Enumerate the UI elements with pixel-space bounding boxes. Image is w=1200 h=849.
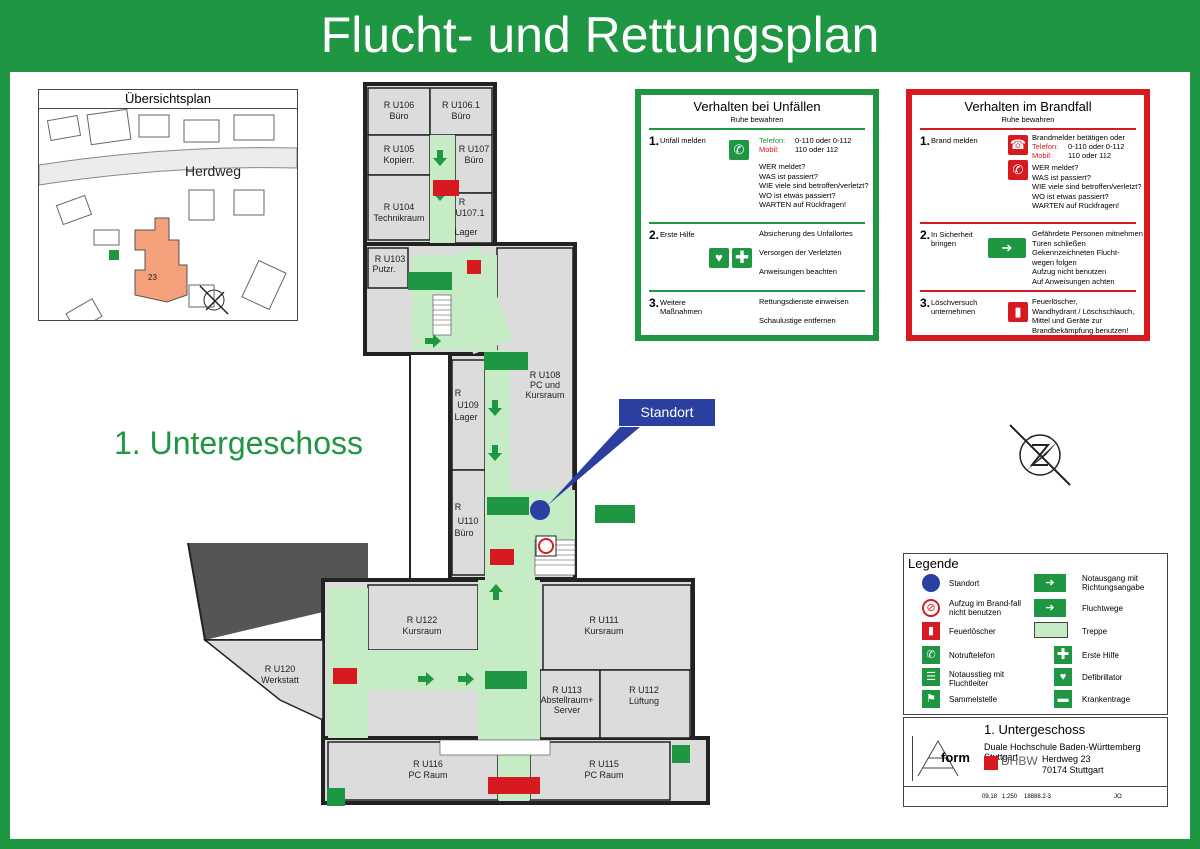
defibrillator-legend-icon: ♥ bbox=[1054, 668, 1072, 686]
legend-title: Legende bbox=[908, 556, 959, 571]
floor-label: 1. Untergeschoss bbox=[114, 425, 364, 461]
ladder-legend-icon: ☰ bbox=[922, 668, 940, 686]
stairs-legend-icon bbox=[1034, 622, 1068, 638]
emergency-phone-icon: ✆ bbox=[729, 140, 749, 160]
escape-routes bbox=[328, 135, 575, 800]
dark-outer-area bbox=[188, 543, 368, 640]
exit-legend-icon: ➔ bbox=[1034, 574, 1066, 592]
standort-marker bbox=[530, 500, 550, 520]
overview-compass-icon bbox=[199, 285, 229, 315]
accident-step-2: 2. Erste Hilfe ♥ ✚ Absicherung des Unfal… bbox=[649, 222, 865, 292]
fire-extinguisher-icon: ▮ bbox=[1008, 302, 1028, 322]
fire-subtitle: Ruhe bewahren bbox=[1001, 115, 1055, 124]
compass-icon bbox=[1009, 424, 1071, 486]
fire-title: Verhalten im Brandfall bbox=[964, 99, 1092, 114]
accident-step-3: 3. Weitere Maßnahmen Rettungsdienste ein… bbox=[649, 290, 865, 340]
elevator-legend-icon: ⊘ bbox=[922, 599, 940, 617]
assembly-point-icon bbox=[109, 250, 119, 260]
overview-title: Übersichtsplan bbox=[39, 90, 297, 109]
fire-step-1: 1. Brand melden ☎ ✆ Brandmelder betätige… bbox=[920, 128, 1142, 224]
standort-callout: Standort bbox=[619, 399, 715, 426]
title-block: form 1. Untergeschoss Duale Hochschule B… bbox=[903, 717, 1168, 807]
extinguisher-legend-icon: ▮ bbox=[922, 622, 940, 640]
overview-map: Übersichtsplan Herdweg 23 bbox=[38, 89, 298, 321]
titleblock-floor: 1. Untergeschoss bbox=[984, 722, 1086, 737]
panel-accident: Verhalten bei Unfällen Ruhe bewahren 1. … bbox=[635, 89, 879, 341]
fire-step-2: 2. In Sicherheit bringen ➔ Gefährdete Pe… bbox=[920, 222, 1143, 292]
accident-title: Verhalten bei Unfällen bbox=[693, 99, 821, 114]
elevator-icon bbox=[535, 535, 557, 557]
standort-legend-icon bbox=[922, 574, 940, 592]
fire-phone-icon: ✆ bbox=[1008, 160, 1028, 180]
assembly-legend-icon: ⚑ bbox=[922, 690, 940, 708]
exit-sign-icon: ➔ bbox=[988, 238, 1026, 258]
overview-drawing: Herdweg 23 bbox=[39, 108, 297, 320]
stretcher-legend-icon: ▬ bbox=[1054, 690, 1072, 708]
accident-step-1: 1. Unfall melden ✆ Telefon:0-110 oder 0-… bbox=[649, 128, 869, 224]
exit-signs bbox=[327, 272, 690, 806]
logo-mark: form bbox=[912, 736, 973, 781]
accident-subtitle: Ruhe bewahren bbox=[730, 115, 784, 124]
escape-route-legend-icon: ➔ bbox=[1034, 599, 1066, 617]
overview-building-number: 23 bbox=[148, 273, 157, 282]
page-title: Flucht- und Rettungsplan bbox=[0, 0, 1200, 72]
phone-legend-icon: ✆ bbox=[922, 646, 940, 664]
defibrillator-icon: ♥ bbox=[709, 248, 729, 268]
first-aid-icon: ✚ bbox=[732, 248, 752, 268]
titleblock-org: Duale Hochschule Baden-Württemberg Stutt… bbox=[984, 742, 1141, 762]
legend: Legende Standort ➔ Notausgang mit Richtu… bbox=[903, 553, 1168, 715]
fire-alarm-icon: ☎ bbox=[1008, 135, 1028, 155]
panel-fire: Verhalten im Brandfall Ruhe bewahren 1. … bbox=[906, 89, 1150, 341]
fire-step-3: 3. Löschversuch unternehmen ▮ Feuerlösch… bbox=[920, 290, 1136, 340]
dhbw-logo-icon bbox=[984, 756, 998, 770]
fire-extinguisher-icons bbox=[333, 180, 540, 794]
standort-pointer bbox=[548, 427, 640, 505]
overview-street-label: Herdweg bbox=[185, 163, 241, 179]
first-aid-legend-icon: ✚ bbox=[1054, 646, 1072, 664]
